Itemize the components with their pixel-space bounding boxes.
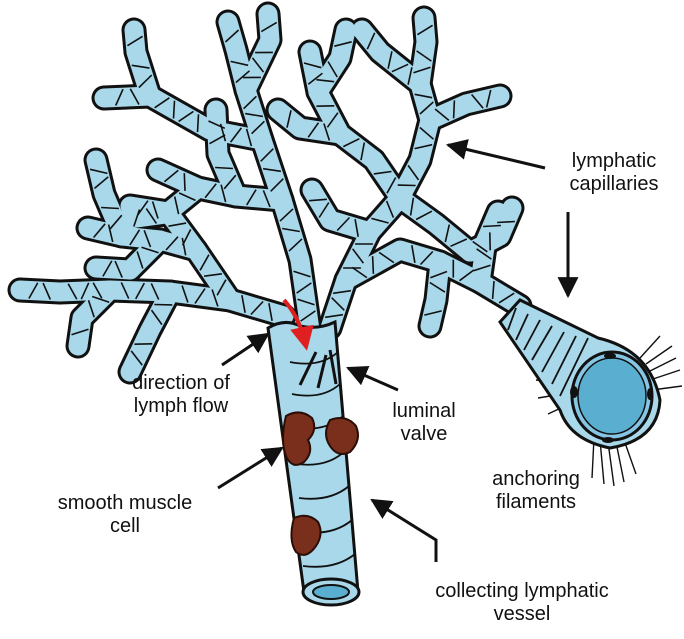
- cell-junction: [101, 208, 119, 209]
- capillary-branch: [430, 262, 440, 326]
- label-line: cell: [40, 515, 210, 538]
- flow-pointer-arrow: [222, 334, 268, 365]
- label-line: lymph flow: [106, 395, 256, 418]
- collecting-lymphatic-vessel: [268, 322, 359, 605]
- cell-junction: [174, 101, 175, 119]
- valve-pointer-arrow: [348, 368, 398, 390]
- label-smooth-muscle-cell: smooth muscle cell: [40, 492, 210, 538]
- label-line: filaments: [476, 491, 596, 514]
- label-line: valve: [378, 423, 470, 446]
- collecting-vessel-pointer-arrow: [372, 500, 436, 562]
- label-line: collecting lymphatic: [412, 580, 632, 603]
- label-line: anchoring: [476, 468, 596, 491]
- cell-junction: [215, 168, 233, 169]
- capillary-blind-end: [500, 300, 682, 486]
- label-line: vessel: [412, 603, 632, 626]
- cell-junction: [454, 100, 455, 118]
- capillaries-pointer-arrow: [448, 145, 545, 168]
- capillary-branch: [420, 18, 426, 84]
- label-line: smooth muscle: [40, 492, 210, 515]
- cell-junction: [184, 173, 185, 191]
- cell-junction: [497, 222, 515, 223]
- label-lymphatic-capillaries: lymphatic capillaries: [544, 150, 684, 196]
- label-line: luminal: [378, 400, 470, 423]
- label-luminal-valve: luminal valve: [378, 400, 470, 446]
- label-direction-of-lymph-flow: direction of lymph flow: [106, 372, 256, 418]
- cell-junction: [483, 226, 501, 227]
- label-collecting-lymphatic-vessel: collecting lymphatic vessel: [412, 580, 632, 626]
- label-line: direction of: [106, 372, 256, 395]
- cell-junction: [198, 114, 199, 132]
- muscle-pointer-arrow: [218, 448, 282, 488]
- cell-junction: [373, 256, 374, 274]
- label-line: lymphatic: [544, 150, 684, 173]
- label-anchoring-filaments: anchoring filaments: [476, 468, 596, 514]
- label-line: capillaries: [544, 173, 684, 196]
